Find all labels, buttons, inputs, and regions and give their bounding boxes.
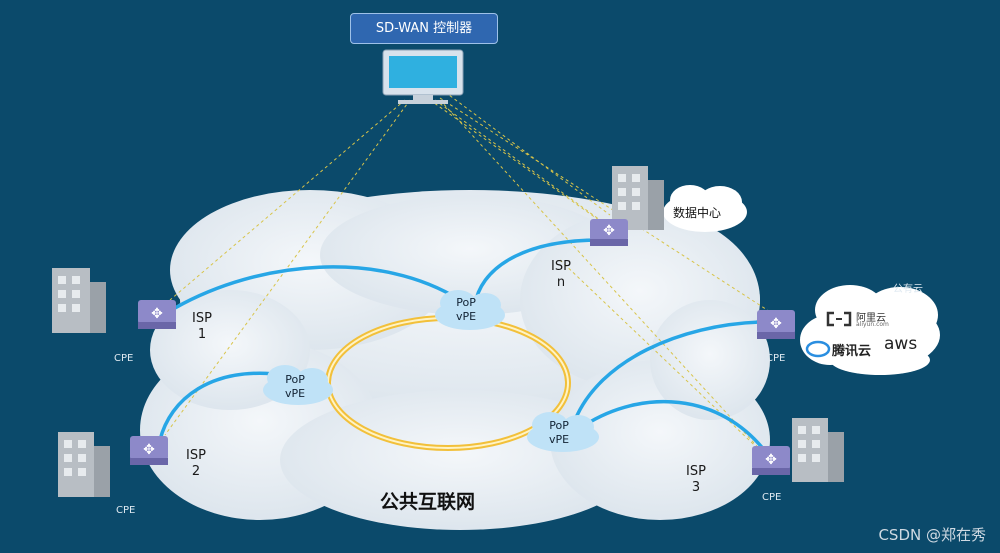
datacenter-label: 数据中心 bbox=[673, 206, 722, 220]
isp-num: 1 bbox=[197, 327, 207, 342]
isp-name: ISP bbox=[192, 311, 212, 326]
building-icon-cpe1 bbox=[52, 268, 106, 333]
controller-monitor-icon bbox=[382, 49, 464, 104]
pop-line1: PoP bbox=[285, 373, 305, 386]
pop-cloud-top bbox=[435, 290, 505, 330]
aliyun-domain: aliyun.com bbox=[856, 321, 889, 328]
pop-line1: PoP bbox=[549, 419, 569, 432]
isp-name: ISP bbox=[186, 448, 206, 463]
datacenter-cloud bbox=[663, 185, 747, 232]
tencent-cloud-name: 腾讯云 bbox=[832, 344, 872, 359]
controller-title: SD-WAN 控制器 bbox=[350, 13, 498, 44]
internet-cloud bbox=[140, 190, 770, 530]
controller-links bbox=[164, 91, 776, 461]
cpe-1-label: CPE bbox=[114, 353, 134, 364]
aws-name: aws bbox=[884, 334, 918, 354]
pop-right-label: PoP vPE bbox=[549, 419, 569, 447]
router-icon-cpe1: ✥ bbox=[138, 300, 176, 329]
svg-text:✥: ✥ bbox=[151, 306, 163, 322]
pop-line2: vPE bbox=[549, 433, 570, 446]
svg-text:✥: ✥ bbox=[770, 316, 782, 332]
isp-num: 2 bbox=[191, 464, 201, 479]
svg-text:✥: ✥ bbox=[603, 223, 615, 239]
isp-1-label: ISP 1 bbox=[192, 311, 212, 343]
pop-left-label: PoP vPE bbox=[285, 373, 305, 401]
isp-num: n bbox=[556, 275, 566, 290]
svg-text:✥: ✥ bbox=[765, 452, 777, 468]
pop-line1: PoP bbox=[456, 296, 476, 309]
svg-text:✥: ✥ bbox=[143, 442, 155, 458]
building-icon-datacenter bbox=[612, 166, 664, 230]
router-icon-publiccloud: ✥ bbox=[757, 310, 795, 339]
cpe-2-label: CPE bbox=[116, 505, 136, 516]
aliyun-logo bbox=[826, 311, 852, 327]
isp-num: 3 bbox=[691, 480, 701, 495]
tencent-cloud-logo bbox=[805, 340, 831, 358]
watermark: CSDN @郑在秀 bbox=[878, 526, 986, 544]
isp-name: ISP bbox=[686, 464, 706, 479]
isp-name: ISP bbox=[551, 259, 571, 274]
pop-line2: vPE bbox=[285, 387, 306, 400]
isp-n-label: ISP n bbox=[551, 259, 571, 291]
cpe-3-label: CPE bbox=[762, 492, 782, 503]
pop-clouds bbox=[263, 290, 599, 452]
cpe-publiccloud-label: CPE bbox=[766, 353, 786, 364]
pop-top-label: PoP vPE bbox=[456, 296, 476, 324]
router-icon-cpe2: ✥ bbox=[130, 436, 168, 465]
router-icon-datacenter: ✥ bbox=[590, 219, 628, 246]
router-icon-cpe3: ✥ bbox=[752, 446, 790, 475]
public-cloud-label: 公有云 bbox=[893, 284, 923, 295]
pop-line2: vPE bbox=[456, 310, 477, 323]
public-cloud bbox=[800, 285, 940, 375]
aliyun-name: 阿里云 bbox=[856, 313, 886, 324]
isp-3-label: ISP 3 bbox=[686, 464, 706, 496]
internet-label: 公共互联网 bbox=[380, 491, 476, 513]
building-icon-cpe2 bbox=[58, 432, 110, 497]
access-links bbox=[158, 238, 770, 457]
isp-2-label: ISP 2 bbox=[186, 448, 206, 480]
pop-cloud-left bbox=[263, 365, 333, 405]
building-icon-cpe3 bbox=[792, 418, 844, 482]
pop-cloud-right bbox=[527, 412, 599, 452]
